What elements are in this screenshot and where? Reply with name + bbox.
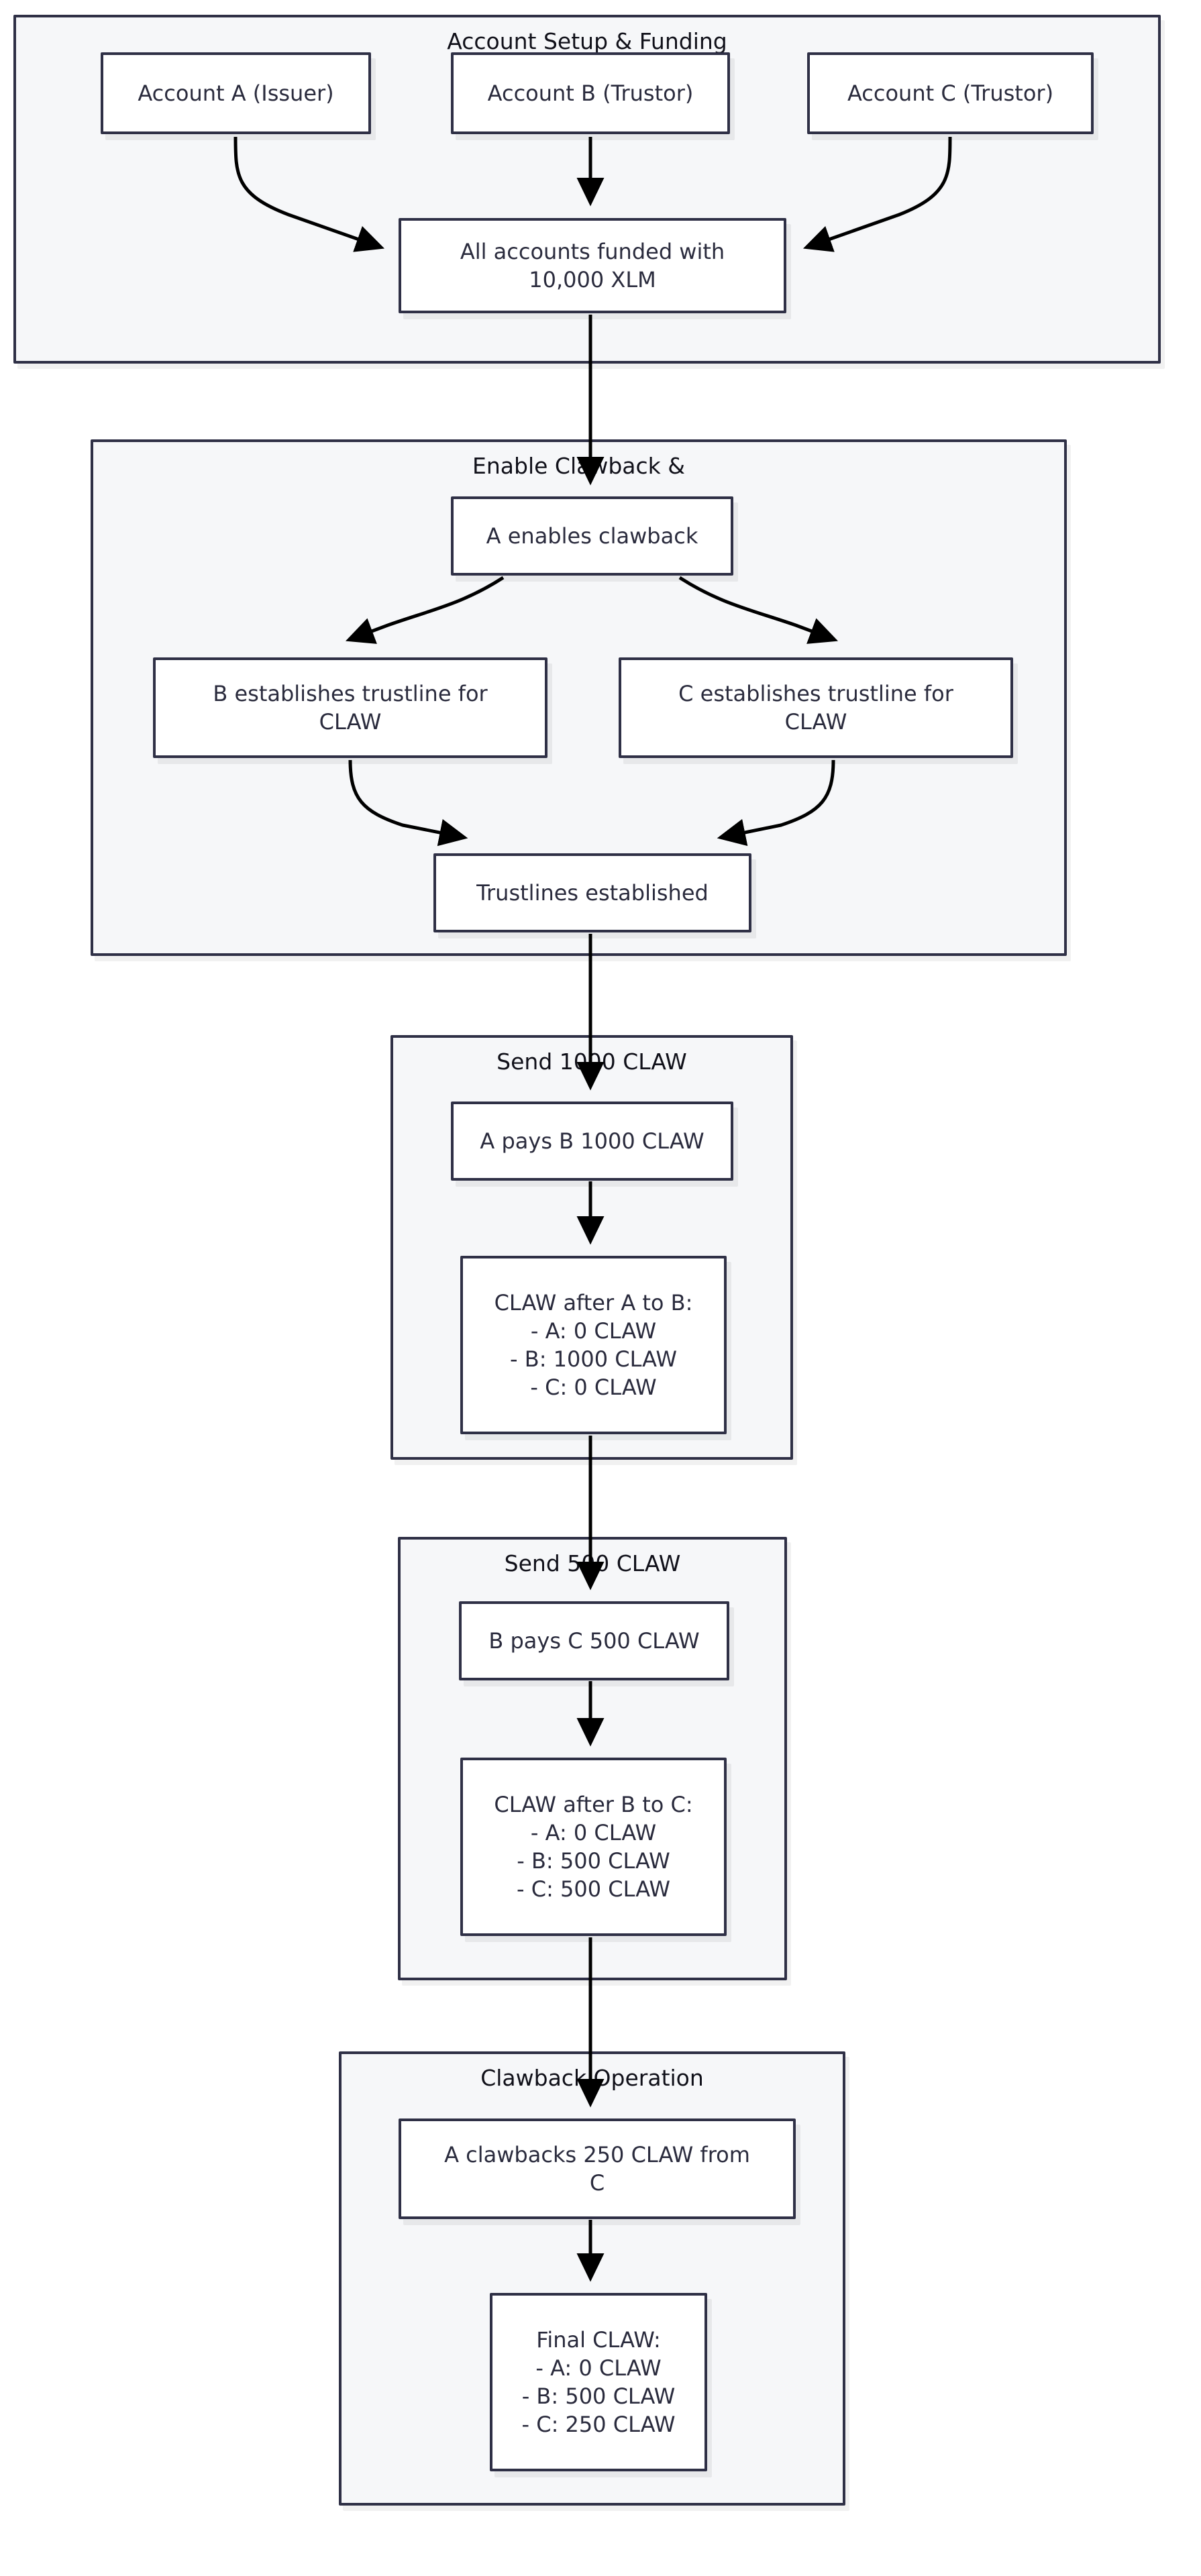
node-a-clawbacks[interactable]: A clawbacks 250 CLAW from C: [399, 2118, 796, 2219]
node-label: CLAW after B to C: - A: 0 CLAW - B: 500 …: [494, 1791, 693, 1902]
cluster-title: Send 1000 CLAW: [497, 1049, 687, 1075]
node-final-claw[interactable]: Final CLAW: - A: 0 CLAW - B: 500 CLAW - …: [490, 2293, 707, 2471]
node-b-pays-c[interactable]: B pays C 500 CLAW: [459, 1601, 729, 1680]
node-claw-after-a-to-b[interactable]: CLAW after A to B: - A: 0 CLAW - B: 1000…: [460, 1256, 727, 1434]
node-all-funded[interactable]: All accounts funded with 10,000 XLM: [399, 218, 786, 313]
cluster-title: Account Setup & Funding: [447, 28, 727, 54]
node-label: CLAW after A to B: - A: 0 CLAW - B: 1000…: [494, 1289, 693, 1401]
node-c-trustline[interactable]: C establishes trustline for CLAW: [619, 657, 1013, 758]
node-label: Account B (Trustor): [487, 80, 694, 106]
node-account-a[interactable]: Account A (Issuer): [101, 52, 371, 134]
node-label: Trustlines established: [476, 879, 709, 906]
cluster-title: Send 500 CLAW: [504, 1550, 681, 1576]
node-label: All accounts funded with 10,000 XLM: [460, 238, 725, 292]
cluster-title: Enable Clawback &: [472, 453, 685, 479]
node-a-enables-clawback[interactable]: A enables clawback: [451, 496, 733, 576]
node-claw-after-b-to-c[interactable]: CLAW after B to C: - A: 0 CLAW - B: 500 …: [460, 1758, 727, 1936]
node-label: Account C (Trustor): [847, 80, 1054, 106]
node-label: C establishes trustline for CLAW: [678, 680, 953, 735]
node-a-pays-b[interactable]: A pays B 1000 CLAW: [451, 1102, 733, 1181]
node-b-trustline[interactable]: B establishes trustline for CLAW: [153, 657, 547, 758]
node-label: B establishes trustline for CLAW: [213, 680, 488, 735]
node-trustlines-established[interactable]: Trustlines established: [433, 853, 751, 932]
node-label: B pays C 500 CLAW: [488, 1627, 700, 1654]
node-label: Account A (Issuer): [138, 80, 334, 106]
node-label: A enables clawback: [486, 523, 698, 549]
node-account-b[interactable]: Account B (Trustor): [451, 52, 730, 134]
cluster-title: Clawback Operation: [480, 2065, 704, 2091]
node-label: A clawbacks 250 CLAW from C: [444, 2141, 750, 2196]
node-label: A pays B 1000 CLAW: [480, 1128, 704, 1154]
node-label: Final CLAW: - A: 0 CLAW - B: 500 CLAW - …: [521, 2326, 676, 2438]
node-account-c[interactable]: Account C (Trustor): [807, 52, 1094, 134]
